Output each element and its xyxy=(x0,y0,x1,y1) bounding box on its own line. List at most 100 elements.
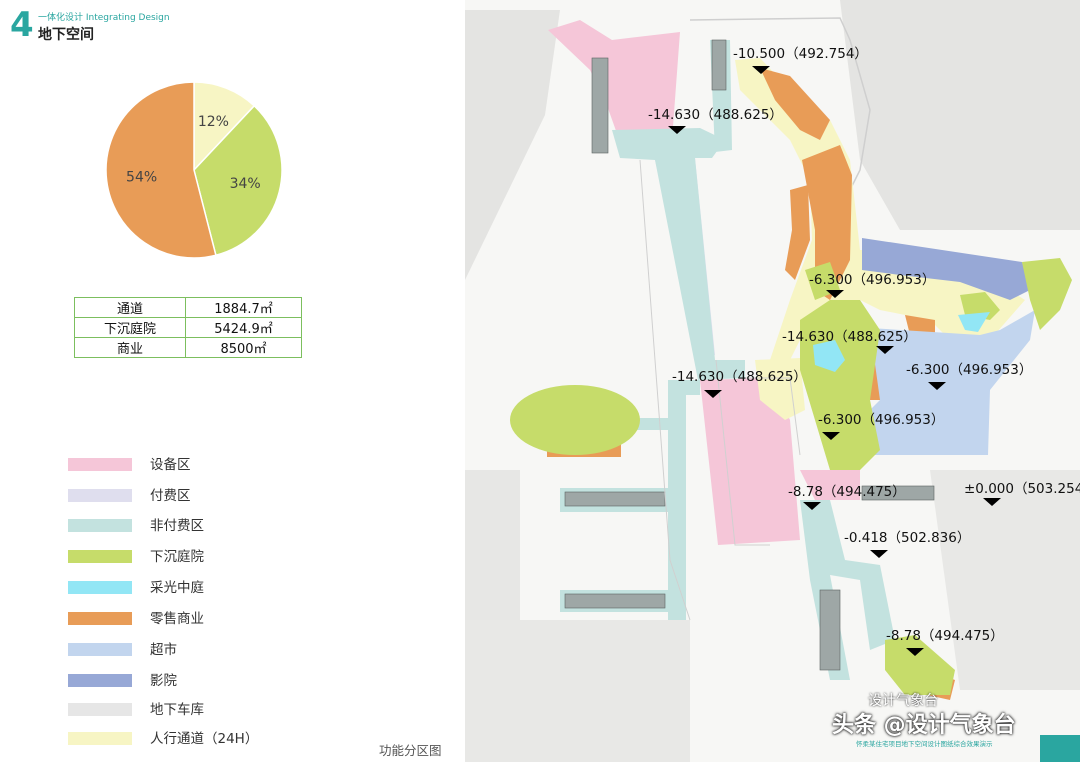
garage-block xyxy=(930,470,1080,690)
legend-label: 影院 xyxy=(150,673,177,689)
legend-item: 采光中庭 xyxy=(68,576,328,596)
drawing-credit: 怀柔某住宅项目地下空间设计图纸综合效果演示 xyxy=(856,740,993,748)
retail-zone xyxy=(802,145,852,300)
legend-label: 地下车库 xyxy=(150,702,204,718)
legend-item: 下沉庭院 xyxy=(68,545,328,565)
escalator xyxy=(711,39,727,91)
elevation-marker-icon xyxy=(752,66,770,74)
watermark-logo: 设计气象台 xyxy=(868,693,938,709)
watermark: 头条 @设计气象台 xyxy=(832,713,1016,738)
elevation-marker-icon xyxy=(928,382,946,390)
table-row: 商业 8500㎡ xyxy=(74,337,302,358)
escalator xyxy=(591,57,609,154)
site-line xyxy=(745,377,801,456)
sunken-courtyard xyxy=(1022,258,1072,330)
elevation-label: -0.418（502.836） xyxy=(844,530,970,546)
site-plan: -10.500（492.754） -14.630（488.625） -6.300… xyxy=(465,0,1080,762)
site-line xyxy=(715,359,770,546)
skylight-atrium xyxy=(958,312,990,332)
pie-slice xyxy=(193,81,256,172)
retail-zone xyxy=(905,315,935,335)
stat-value: 1884.7㎡ xyxy=(185,297,302,318)
legend-swatch xyxy=(68,489,132,502)
legend-label: 零售商业 xyxy=(150,611,204,627)
equipment-zone xyxy=(800,470,860,500)
pie-slice-label: 54% xyxy=(126,170,157,186)
elevation-label: -6.300（496.953） xyxy=(809,272,935,288)
stat-value: 5424.9㎡ xyxy=(185,317,302,338)
supermarket-zone xyxy=(860,310,1035,455)
garage-block xyxy=(465,10,560,280)
figure-caption: 功能分区图 xyxy=(379,743,442,758)
elevation-marker-icon xyxy=(822,432,840,440)
garage-block xyxy=(465,620,690,762)
elevation-marker-icon xyxy=(870,550,888,558)
legend-label: 非付费区 xyxy=(150,518,204,534)
pie-slice xyxy=(105,81,217,259)
elevation-marker-icon xyxy=(704,390,722,398)
non-paid-corridor xyxy=(612,128,745,380)
legend-label: 设备区 xyxy=(150,457,191,473)
page-title: 地下空间 xyxy=(38,27,94,43)
legend-swatch xyxy=(68,612,132,625)
stat-name: 通道 xyxy=(74,297,186,318)
elevation-marker-icon xyxy=(803,502,821,510)
site-line xyxy=(639,159,691,621)
legend-item: 影院 xyxy=(68,669,328,689)
legend-swatch xyxy=(68,732,132,745)
legend-swatch xyxy=(68,643,132,656)
stat-value: 8500㎡ xyxy=(185,337,302,358)
table-row: 通道 1884.7㎡ xyxy=(74,297,302,318)
legend-swatch xyxy=(68,703,132,716)
elevation-label: -8.78（494.475） xyxy=(886,628,1004,644)
area-stats-table: 通道 1884.7㎡ 下沉庭院 5424.9㎡ 商业 8500㎡ xyxy=(74,297,302,358)
pedestrian-corridor xyxy=(755,358,805,420)
sunken-courtyard xyxy=(800,300,880,470)
legend-label: 付费区 xyxy=(150,488,191,504)
elevation-marker-icon xyxy=(906,648,924,656)
legend-item: 设备区 xyxy=(68,453,328,473)
legend-item: 超市 xyxy=(68,638,328,658)
skylight-atrium xyxy=(813,340,845,372)
legend-label: 下沉庭院 xyxy=(150,549,204,565)
elevation-label: -14.630（488.625） xyxy=(672,369,807,385)
pie-slice xyxy=(193,104,283,257)
legend-item: 地下车库 xyxy=(68,698,328,718)
legend-item: 付费区 xyxy=(68,484,328,504)
sunken-courtyard xyxy=(960,292,1000,320)
legend-label: 超市 xyxy=(150,642,177,658)
site-boundary xyxy=(689,17,871,231)
legend-swatch xyxy=(68,550,132,563)
equipment-zone xyxy=(700,378,800,545)
elevation-marker-icon xyxy=(826,290,844,298)
elevation-label: ±0.000（503.254 xyxy=(964,481,1080,497)
footer-accent xyxy=(1040,735,1080,762)
elevation-label: -14.630（488.625） xyxy=(648,107,783,123)
legend-swatch xyxy=(68,581,132,594)
sunken-courtyard xyxy=(885,635,955,695)
legend-item: 非付费区 xyxy=(68,514,328,534)
elevation-label: -14.630（488.625） xyxy=(782,329,917,345)
pie-slice-label: 12% xyxy=(198,114,229,130)
pie-chart: 12% 34% 54% xyxy=(105,81,283,259)
escalator xyxy=(861,485,935,501)
non-paid-corridor xyxy=(668,380,700,620)
legend-swatch xyxy=(68,674,132,687)
elevation-label: -10.500（492.754） xyxy=(733,46,868,62)
pie-slice-label: 34% xyxy=(230,176,261,192)
legend-label: 人行通道（24H） xyxy=(150,731,259,747)
equipment-zone xyxy=(548,20,680,142)
stat-name: 商业 xyxy=(74,337,186,358)
legend-item: 零售商业 xyxy=(68,607,328,627)
section-subtitle: 一体化设计 Integrating Design xyxy=(38,13,170,23)
elevation-label: -6.300（496.953） xyxy=(818,412,944,428)
elevation-label: -8.78（494.475） xyxy=(788,484,906,500)
elevation-marker-icon xyxy=(876,346,894,354)
table-row: 下沉庭院 5424.9㎡ xyxy=(74,317,302,338)
section-number: 4 xyxy=(10,5,34,45)
elevation-label: -6.300（496.953） xyxy=(906,362,1032,378)
retail-zone xyxy=(760,68,830,140)
escalator xyxy=(564,593,666,609)
legend-swatch xyxy=(68,519,132,532)
escalator xyxy=(564,491,666,507)
